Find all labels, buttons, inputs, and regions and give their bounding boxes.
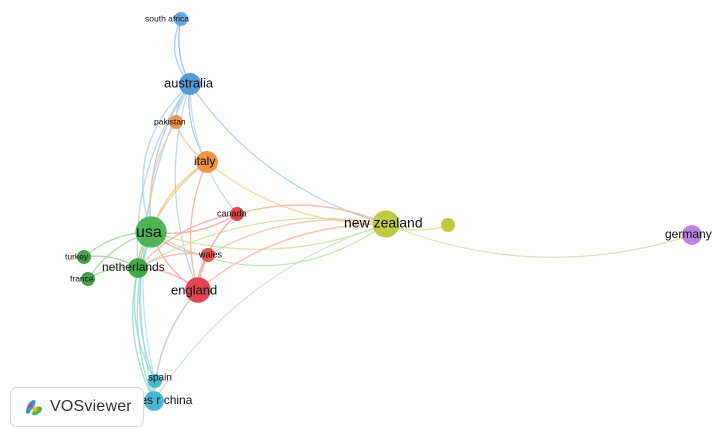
node-label-new-zealand: new zealand: [344, 215, 423, 231]
node-label-germany: germany: [665, 227, 712, 241]
edge-italy-new-zealand: [206, 161, 387, 225]
edge-usa-new-zealand: [150, 223, 387, 267]
edge-new-zealand-england: [197, 223, 387, 291]
edge-australia-netherlands: [136, 83, 191, 269]
node-label-netherlands: netherlands: [102, 260, 165, 274]
edge-netherlands-peoples-r-china: [131, 267, 155, 402]
node-england[interactable]: [185, 277, 211, 303]
node-label-turkey: turkey: [65, 251, 89, 261]
edge-australia-usa: [142, 83, 191, 233]
node-south-africa[interactable]: [174, 12, 188, 26]
edge-new-zealand-canada: [236, 204, 387, 225]
labels-layer: south africa australia pakistan italy canada…: [65, 13, 712, 407]
nodes-layer: [77, 12, 702, 411]
edge-australia-england: [174, 83, 199, 291]
edge-australia-new-zealand: [189, 83, 387, 225]
edge-canada-netherlands: [137, 213, 238, 269]
edge-new-zealand-peoples-r-china: [153, 223, 387, 402]
node-usa[interactable]: [135, 216, 167, 248]
node-turkey[interactable]: [77, 250, 91, 264]
node-canada[interactable]: [230, 207, 244, 221]
node-netherlands[interactable]: [128, 258, 148, 278]
edge-australia-canada: [189, 83, 238, 215]
node-label-pakistan: pakistan: [154, 116, 186, 126]
node-peoples-r-china[interactable]: [144, 391, 164, 411]
node-pakistan[interactable]: [169, 115, 183, 129]
node-new-zealand[interactable]: [372, 210, 400, 238]
node-nz-satellite[interactable]: [441, 218, 455, 232]
node-wales[interactable]: [201, 248, 215, 262]
node-label-france: france: [70, 273, 94, 283]
edge-italy-netherlands: [137, 161, 208, 269]
edge-pakistan-usa: [148, 121, 177, 233]
node-label-usa: usa: [136, 224, 162, 241]
node-label-wales: wales: [198, 249, 223, 259]
vosviewer-logo-text: VOSviewer: [50, 398, 132, 415]
node-france[interactable]: [81, 272, 95, 286]
node-australia[interactable]: [179, 73, 201, 95]
node-label-spain: spain: [148, 373, 172, 384]
node-label-canada: canada: [217, 208, 247, 218]
node-italy[interactable]: [196, 151, 218, 173]
node-germany[interactable]: [682, 225, 702, 245]
edge-new-zealand-germany: [385, 223, 693, 258]
node-label-england: england: [171, 282, 217, 297]
node-label-south-africa: south africa: [145, 13, 189, 23]
edge-usa-peoples-r-china: [136, 231, 155, 402]
edge-new-zealand-wales: [207, 219, 387, 256]
vosviewer-logo-icon: [26, 400, 43, 416]
node-label-australia: australia: [164, 75, 214, 90]
node-label-italy: italy: [194, 154, 215, 168]
edge-italy-england: [189, 161, 208, 291]
node-spain[interactable]: [148, 374, 162, 388]
vosviewer-logo: VOSviewer: [10, 387, 144, 427]
